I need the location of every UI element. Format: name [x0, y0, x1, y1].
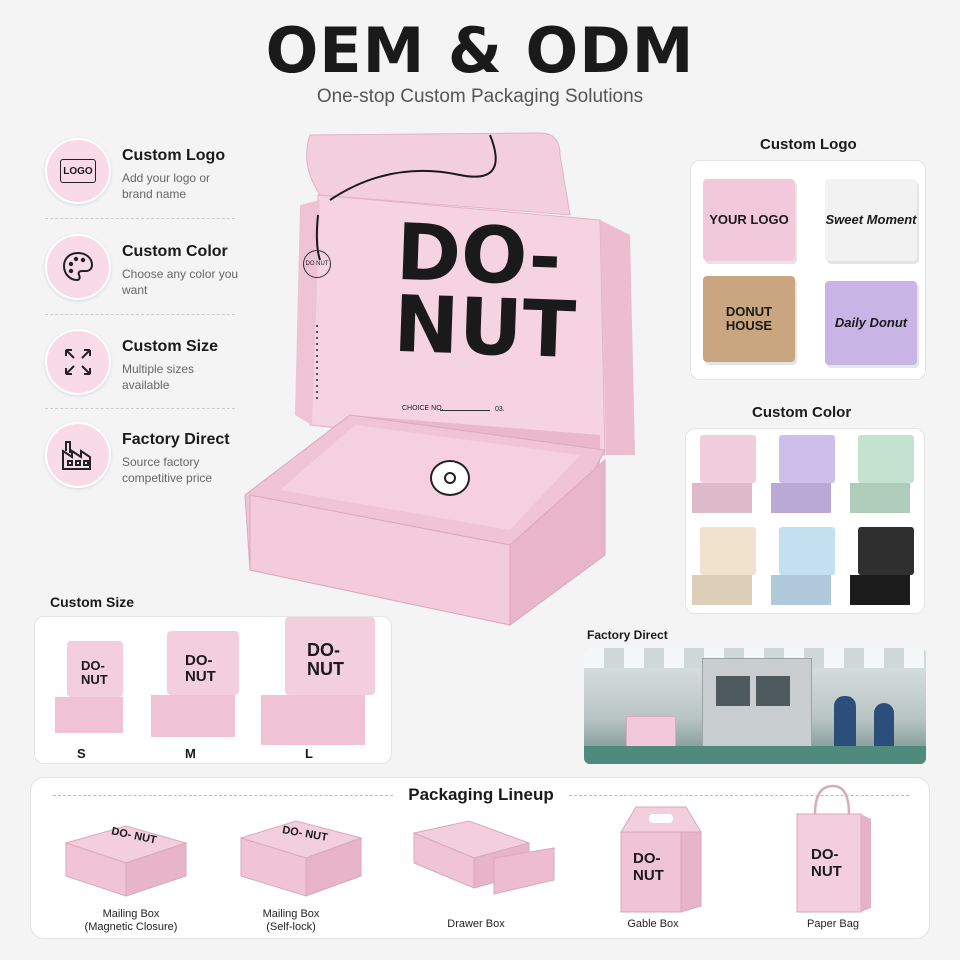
custom-color-label: Custom Color: [752, 404, 852, 421]
size-s-line2: NUT: [81, 672, 108, 687]
page-subtitle: One-stop Custom Packaging Solutions: [316, 86, 644, 107]
color-swatch-base: [850, 575, 910, 605]
size-s-line1: DO-: [81, 658, 105, 673]
custom-color-card: [685, 428, 925, 614]
size-s-label: S: [77, 745, 86, 763]
custom-logo-label: Custom Logo: [760, 136, 857, 153]
color-swatch-lid: [700, 435, 756, 483]
color-swatch-box: [850, 527, 918, 609]
lineup-mailing-box-selflock: DO- NUT: [236, 816, 366, 898]
size-box-s: DO-NUT: [53, 641, 133, 737]
color-swatch-lid: [858, 527, 914, 575]
feature-custom-color: Custom Color Choose any color you want: [45, 234, 238, 300]
hero-line2: NUT: [392, 279, 578, 377]
feature-title: Custom Color: [122, 243, 228, 260]
color-swatch-base: [771, 575, 831, 605]
logo-box-your-logo: YOUR LOGO: [703, 179, 795, 261]
feature-custom-size: Custom Size Multiple sizes available: [45, 329, 235, 395]
color-swatch-lid: [858, 435, 914, 483]
size-l-line2: NUT: [307, 659, 344, 679]
lineup-2-name: Mailing Box (Self-lock): [262, 908, 320, 933]
custom-logo-card: YOUR LOGO Sweet Moment DONUT HOUSE Daily…: [690, 160, 926, 380]
color-swatch-base: [692, 483, 752, 513]
lineup-4-print: DO- NUT: [633, 850, 664, 884]
size-m-text: M: [185, 746, 196, 761]
choice-label: CHOICE NO.: [402, 405, 444, 412]
color-swatch-box: [692, 435, 760, 517]
factory-photo: [584, 648, 926, 764]
logo-box-sweet-moment: Sweet Moment: [825, 179, 917, 261]
feature-factory-direct: Factory Direct Source factory competitiv…: [45, 422, 235, 488]
page-title: OEM & ODM: [265, 14, 695, 87]
logo-box-donut-house: DONUT HOUSE: [703, 276, 795, 362]
feature-title: Custom Size: [122, 338, 219, 355]
size-s-text: S: [77, 746, 86, 761]
lineup-drawer-box: [409, 818, 559, 898]
color-swatch-box: [692, 527, 760, 609]
feature-custom-logo: LOGO Custom Logo Add your logo or brand …: [45, 138, 235, 204]
lineup-divider-left: [53, 795, 393, 796]
feature-desc: Source factory competitive price: [122, 455, 213, 485]
size-m-line1: DO-: [185, 652, 213, 669]
lineup-3-name: Drawer Box: [447, 918, 505, 930]
logo-icon: LOGO: [45, 138, 111, 204]
lineup-paper-bag: DO- NUT: [791, 784, 875, 914]
choice-value: 03.: [495, 406, 505, 413]
feature-desc: Add your logo or brand name: [122, 171, 211, 201]
feature-divider: [45, 408, 235, 409]
color-swatch-lid: [779, 527, 835, 575]
custom-size-label: Custom Size: [50, 594, 135, 610]
logo-box-daily-donut: Daily Donut: [825, 281, 917, 365]
size-m-line2: NUT: [185, 668, 216, 685]
hero-box: DO- NUT CHOICE NO. 03. DO NUT: [240, 125, 660, 635]
color-swatch-lid: [779, 435, 835, 483]
lineup-5-name: Paper Bag: [807, 918, 859, 930]
size-box-m: DO-NUT: [147, 631, 242, 739]
color-swatch-box: [850, 435, 918, 517]
feature-title: Custom Logo: [122, 147, 226, 164]
logo-icon-text: LOGO: [60, 159, 96, 183]
donut-icon: [430, 460, 470, 496]
color-swatch-base: [771, 483, 831, 513]
size-l-text: L: [305, 746, 313, 761]
size-l-label: L: [305, 745, 313, 763]
resize-arrows-icon: [45, 329, 111, 395]
lineup-1-name: Mailing Box (Magnetic Closure): [84, 908, 178, 933]
custom-size-card: DO-NUT S DO-NUT M DO-NUT L: [34, 616, 392, 764]
factory-label: Factory Direct: [587, 628, 668, 642]
feature-divider: [45, 314, 235, 315]
lineup-card: Packaging Lineup DO- NUT Mailing Box (Ma…: [30, 777, 930, 939]
lineup-mailing-box-magnetic: DO- NUT: [61, 818, 191, 898]
feature-title: Factory Direct: [122, 431, 230, 448]
hero-box-print: DO- NUT: [392, 208, 580, 377]
color-swatch-base: [850, 483, 910, 513]
size-m-label: M: [185, 745, 196, 763]
side-mark: DO NUT: [303, 250, 331, 278]
color-swatch-lid: [700, 527, 756, 575]
palette-icon: [45, 234, 111, 300]
size-box-l: DO-NUT: [257, 617, 377, 747]
lineup-5-print: DO- NUT: [811, 846, 842, 880]
feature-desc: Choose any color you want: [122, 267, 239, 297]
lineup-gable-box: DO- NUT: [611, 802, 711, 914]
lineup-4-name: Gable Box: [627, 918, 679, 930]
color-swatch-box: [771, 527, 839, 609]
size-l-line1: DO-: [307, 640, 340, 660]
feature-divider: [45, 218, 235, 219]
color-swatch-box: [771, 435, 839, 517]
factory-icon: [45, 422, 111, 488]
lineup-divider-right: [569, 795, 909, 796]
lineup-label: Packaging Lineup: [408, 785, 554, 804]
choice-line: [440, 410, 490, 411]
feature-desc: Multiple sizes available: [122, 362, 195, 392]
color-swatch-base: [692, 575, 752, 605]
